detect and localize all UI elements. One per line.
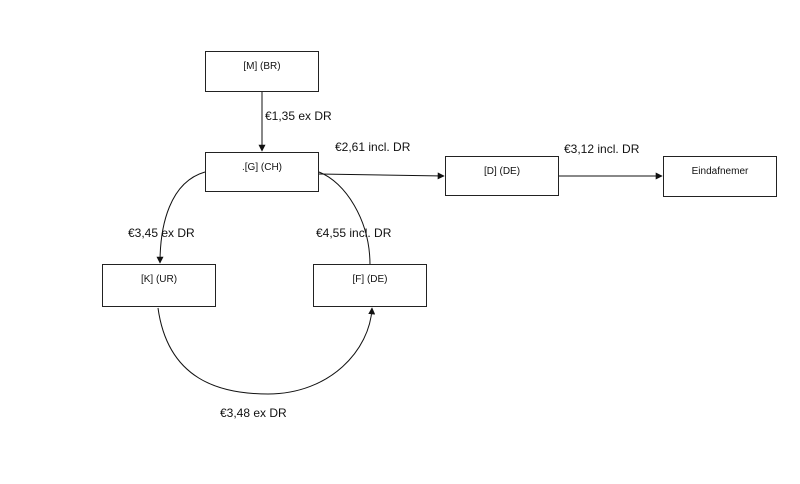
edge-label-d-to-eindafnemer: €3,12 incl. DR	[564, 142, 640, 156]
edge-label-f-to-g: €4,55 incl. DR	[316, 226, 392, 240]
node-eindafnemer: Eindafnemer	[663, 156, 777, 197]
node-f: [F] (DE)	[313, 264, 427, 307]
node-eindafnemer-label: Eindafnemer	[691, 166, 749, 177]
node-g-label: .[G] (CH)	[242, 162, 282, 173]
edge-k-to-f	[157, 307, 376, 395]
node-d-label: [D] (DE)	[483, 166, 521, 177]
edge-label-g-to-d: €2,61 incl. DR	[335, 140, 411, 154]
node-m: [M] (BR)	[205, 51, 319, 92]
node-k-label: [K] (UR)	[140, 274, 178, 285]
edge-g-to-d	[318, 172, 445, 180]
node-m-label: [M] (BR)	[243, 61, 281, 72]
node-d: [D] (DE)	[445, 156, 559, 196]
edge-g-to-k	[156, 171, 206, 264]
node-g: .[G] (CH)	[205, 152, 319, 192]
edge-f-to-g	[318, 171, 371, 266]
edge-label-g-to-k: €3,45 ex DR	[128, 226, 195, 240]
edge-label-m-to-g: €1,35 ex DR	[265, 109, 332, 123]
edge-label-k-to-f: €3,48 ex DR	[220, 406, 287, 420]
node-f-label: [F] (DE)	[352, 274, 388, 285]
node-k: [K] (UR)	[102, 264, 216, 307]
